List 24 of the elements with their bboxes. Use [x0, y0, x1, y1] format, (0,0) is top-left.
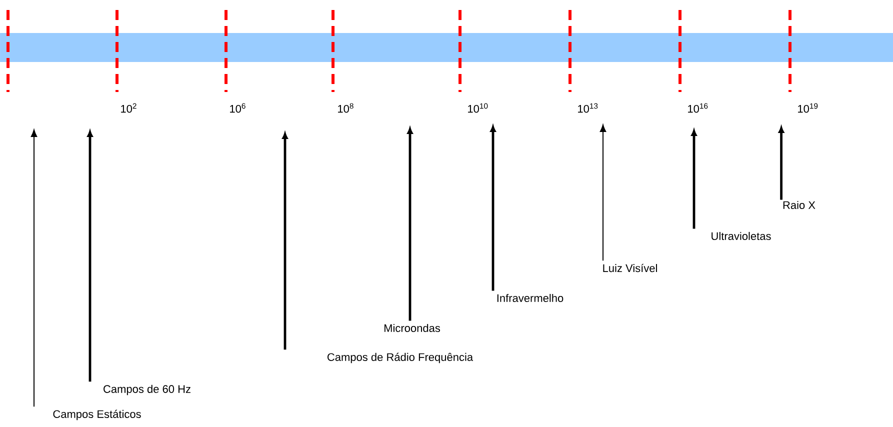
spectrum-label: Ultravioletas: [712, 232, 771, 240]
frequency-label: 10$^{8}$: [338, 103, 354, 113]
frequency-label: 10$^{6}$: [230, 103, 246, 113]
spectrum-label: Infravermelho: [497, 294, 564, 302]
frequency-label: 10$^{2}$: [121, 103, 136, 113]
frequency-label: 10$^{13}$: [578, 103, 598, 113]
arrow: [30, 129, 38, 408]
spectrum-label: Campos de Rádio Frequência: [328, 352, 474, 364]
frequency-label: 10$^{19}$: [798, 103, 818, 113]
spectrum-label: Campos de 60 Hz: [104, 384, 190, 396]
arrow: [282, 132, 288, 350]
arrow: [691, 130, 697, 229]
spectrum-label: Campos Estáticos: [53, 410, 141, 420]
spectrum-label: Luiz Visível: [603, 264, 657, 272]
spectrum-label: Raio X: [783, 200, 816, 210]
arrow: [87, 130, 93, 382]
arrow: [407, 128, 413, 321]
frequency-label: 10$^{16}$: [688, 103, 708, 113]
arrow: [778, 126, 784, 200]
arrow: [600, 124, 606, 262]
arrow: [490, 126, 496, 291]
spectrum-label: Microondas: [384, 324, 440, 332]
spectrum-band: [0, 33, 893, 62]
frequency-label: 10$^{10}$: [468, 103, 488, 113]
